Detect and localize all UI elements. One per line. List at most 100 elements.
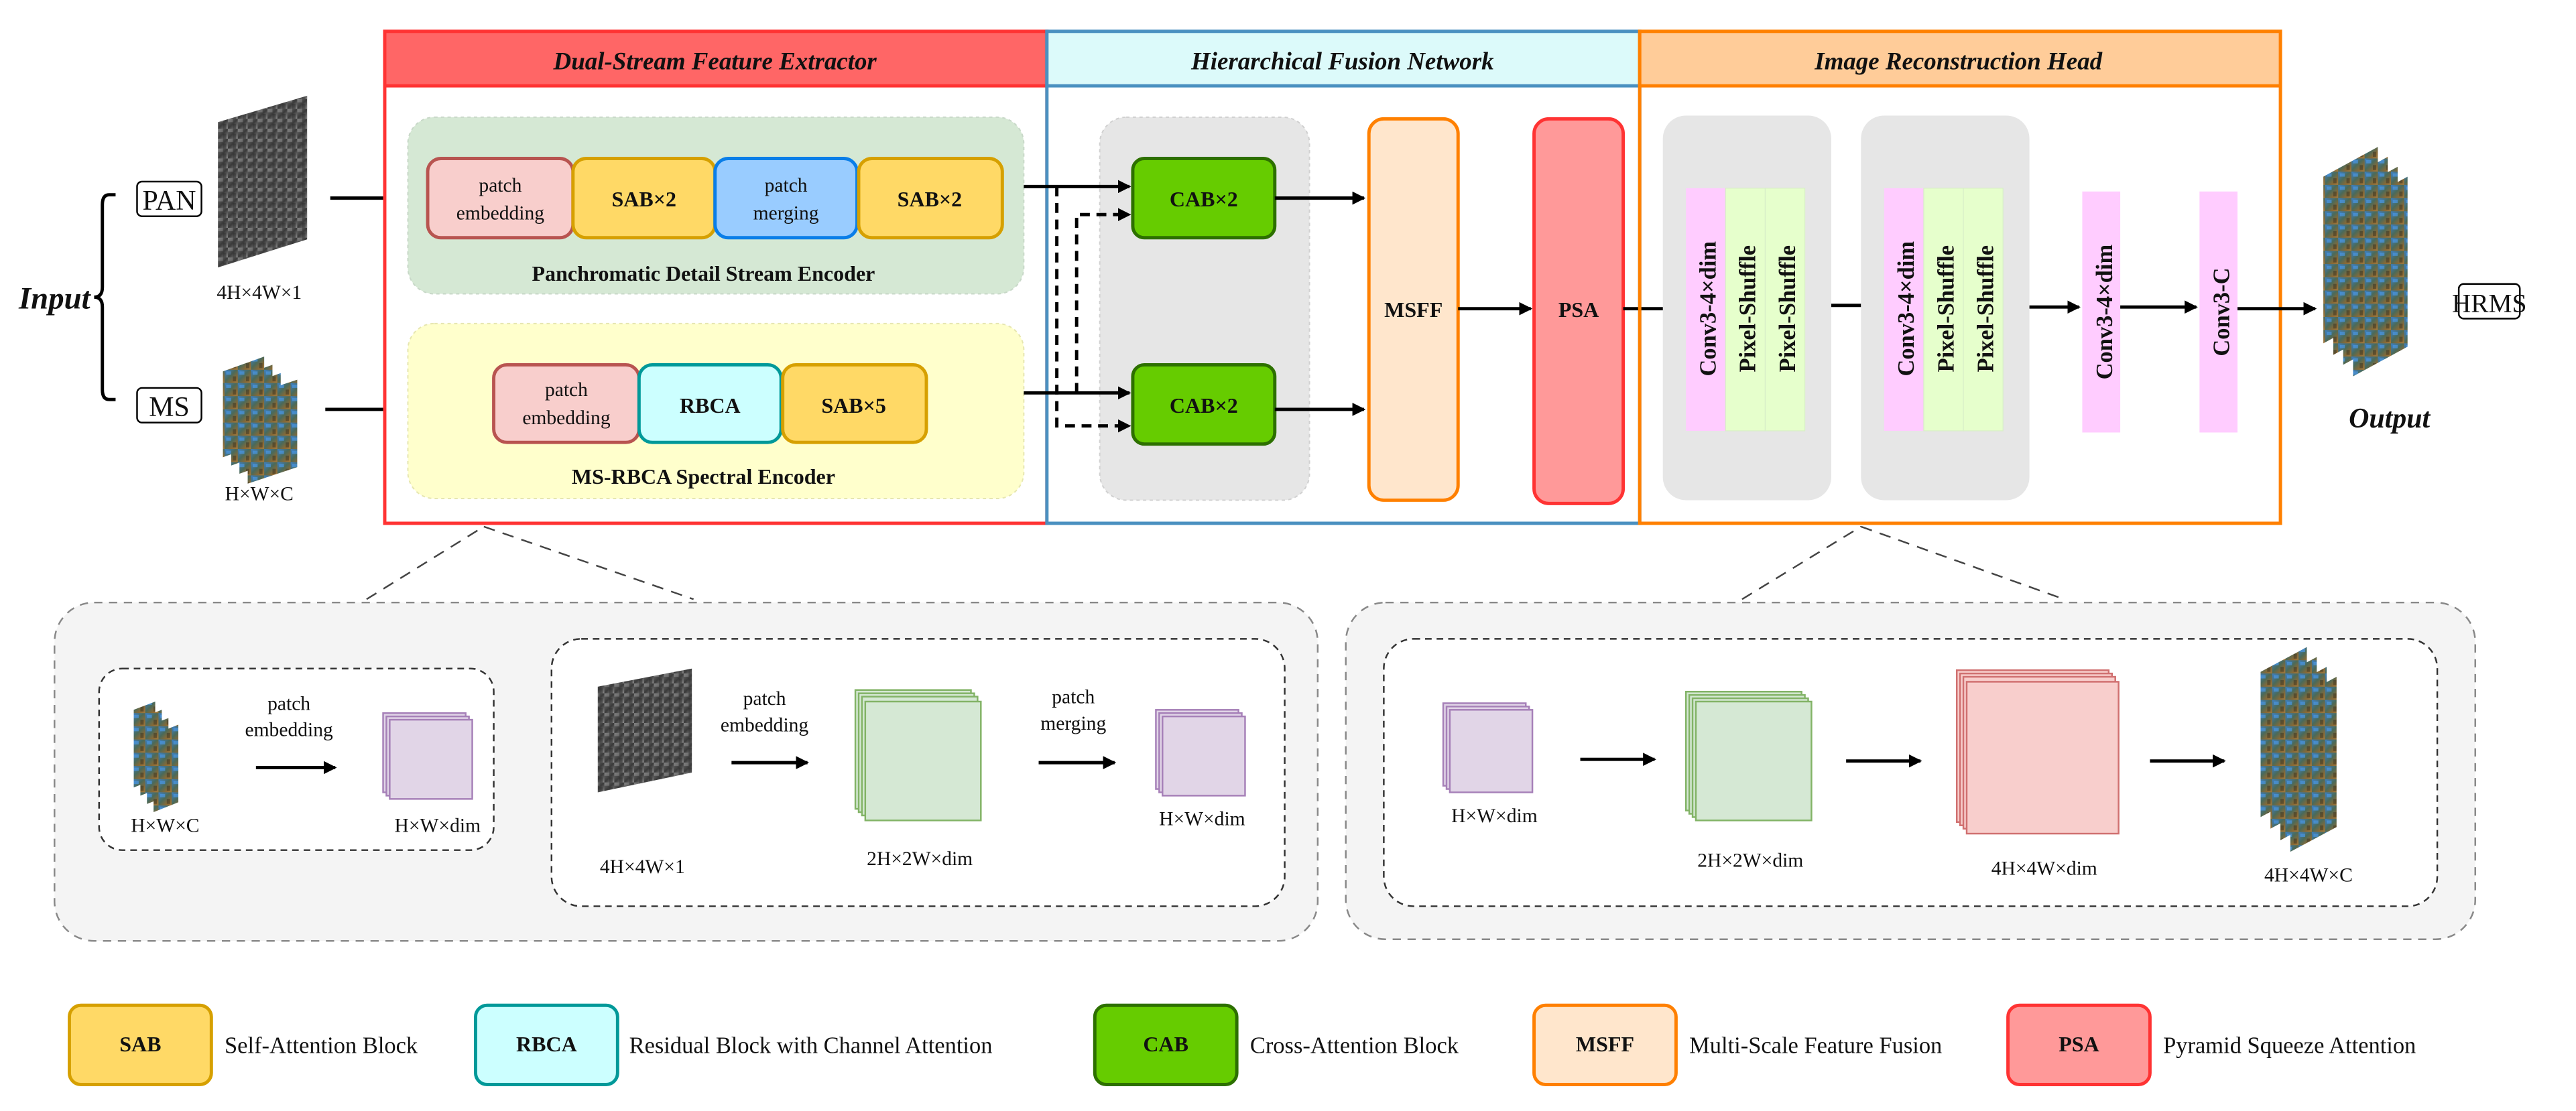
feature-cube-purple (1442, 702, 1534, 793)
detail-pan-arrow1-label: embedding (721, 714, 809, 736)
legend-item-psa: PSA Pyramid Squeeze Attention (2006, 1003, 2416, 1086)
detail-ms-out-dims: H×W×dim (395, 815, 481, 837)
ms-tag: MS (149, 392, 190, 423)
legend-text: Cross-Attention Block (1250, 1033, 1459, 1059)
feature-cube-purple (382, 712, 473, 800)
legend-swatch (474, 1003, 619, 1086)
output-image-layer (2290, 677, 2337, 852)
detail-pan-out-dims: H×W×dim (1159, 809, 1245, 830)
input-group: Input PAN 4H×4W×1 MS H×W×C (18, 95, 407, 505)
ms-image-stack (223, 356, 298, 484)
pixel-shuffle-block (1764, 188, 1806, 432)
msff-label: MSFF (1384, 298, 1443, 322)
legend-swatch (2006, 1003, 2152, 1086)
input-label: Input (18, 281, 92, 316)
section-hierarchical-fusion: Hierarchical Fusion Network CAB×2 CAB×2 … (1024, 29, 1686, 525)
feature-cube-red (1955, 669, 2120, 835)
ms-dims: H×W×C (225, 483, 294, 505)
ms-sab-block (781, 363, 928, 444)
detail-ms-image-stack (133, 701, 179, 813)
detail-pan-arrow2-label: merging (1040, 713, 1106, 734)
feature-cube-green (1684, 690, 1813, 822)
zoom-connector (1860, 525, 2065, 600)
cab-bottom-block (1131, 363, 1277, 446)
detail-pan-in-dims: 4H×4W×1 (600, 856, 685, 878)
pan-sab-block-2 (857, 157, 1004, 240)
zoom-connector (366, 525, 485, 600)
fusion-title: Hierarchical Fusion Network (1190, 47, 1494, 74)
legend: SAB Self-Attention Block RBCA Residual B… (68, 1003, 2416, 1086)
output-image-layer (2353, 176, 2408, 377)
output-image-stack (2323, 147, 2408, 377)
hrms-tag: HRMS (2452, 289, 2527, 318)
pan-encoder-title: Panchromatic Detail Stream Encoder (532, 261, 875, 285)
ms-image-layer (247, 379, 298, 484)
detail-reconstruction-panel: H×W×dim 2H×2W×dim 4H×4W×dim 4H×4W×C (1345, 525, 2476, 940)
extractor-title: Dual-Stream Feature Extractor (553, 47, 877, 74)
legend-swatch (1532, 1003, 1678, 1086)
dashed-arrow-ms-to-cab-top (1075, 208, 1131, 393)
legend-abbr: CAB (1143, 1032, 1188, 1056)
vertical-label: Pixel-Shuffle (1973, 245, 1998, 373)
detail-ms-arrow-label: embedding (245, 720, 333, 741)
legend-item-sab: SAB Self-Attention Block (68, 1003, 418, 1086)
detail-pan-arrow1-label: patch (743, 688, 786, 710)
conv-c-block (2199, 191, 2237, 433)
zoom-connector (1741, 525, 1861, 600)
cab-bottom-label: CAB×2 (1170, 393, 1238, 417)
legend-text: Self-Attention Block (225, 1033, 418, 1059)
pan-dims: 4H×4W×1 (217, 282, 302, 304)
vertical-label: Pixel-Shuffle (1775, 245, 1800, 373)
vertical-label: Conv3-4×dim (1894, 241, 1919, 377)
detail-dims-1: H×W×dim (1451, 805, 1538, 827)
block-label: SAB×2 (898, 187, 963, 211)
ms-image-layer (154, 724, 179, 813)
legend-item-cab: CAB Cross-Attention Block (1093, 1003, 1459, 1086)
psa-block (1532, 117, 1626, 505)
pan-patch-merging-block (713, 157, 859, 240)
detail-pan-image (597, 668, 692, 793)
block-label: merging (753, 203, 819, 224)
hrms-tag-box (2457, 283, 2521, 320)
detail-dims-4: 4H×4W×C (2264, 864, 2353, 886)
detail-pan-arrow2-label: patch (1052, 686, 1095, 708)
pixel-shuffle-block (1963, 188, 2004, 432)
conv-c-label: Conv3-C (2209, 268, 2235, 356)
zoom-connector (483, 525, 694, 600)
detail-ms-arrow-label: patch (267, 693, 310, 714)
pan-patch-embedding-block (426, 157, 575, 240)
vertical-label: Conv3-4×dim (1696, 241, 1721, 377)
output-group: HRMS Output (2323, 147, 2527, 434)
conv-block (1686, 188, 1726, 431)
detail-dims-2: 2H×2W×dim (1697, 850, 1803, 871)
block-label: SAB×5 (821, 393, 886, 417)
legend-item-msff: MSFF Multi-Scale Feature Fusion (1532, 1003, 1942, 1086)
conv-dim-block (2082, 191, 2121, 433)
block-label: SAB×2 (611, 187, 676, 211)
legend-text: Pyramid Squeeze Attention (2163, 1033, 2416, 1059)
block-label: patch (765, 175, 808, 196)
legend-abbr: MSFF (1576, 1032, 1634, 1056)
legend-swatch (1093, 1003, 1239, 1086)
legend-abbr: SAB (119, 1032, 161, 1056)
legend-item-rbca: RBCA Residual Block with Channel Attenti… (474, 1003, 993, 1086)
ms-encoder-title: MS-RBCA Spectral Encoder (572, 464, 835, 488)
legend-text: Residual Block with Channel Attention (629, 1033, 993, 1059)
extractor-header (383, 29, 1049, 88)
block-label: RBCA (680, 393, 741, 417)
cab-top-label: CAB×2 (1170, 187, 1238, 211)
legend-abbr: RBCA (516, 1032, 577, 1056)
block-label: embedding (522, 407, 611, 429)
ms-patch-embedding-block (492, 363, 641, 444)
psa-label: PSA (1558, 298, 1599, 322)
pan-encoder-block: patch embedding SAB×2 patch merging SAB×… (426, 157, 1004, 240)
ms-tag-box (136, 387, 202, 423)
detail-right-inner (1383, 638, 2439, 907)
detail-output-image-stack (2260, 647, 2337, 852)
ms-encoder-block: patch embedding RBCA SAB×5 (492, 363, 928, 444)
legend-text: Multi-Scale Feature Fusion (1689, 1033, 1942, 1059)
pan-image (218, 95, 308, 268)
pixel-shuffle-block (1725, 188, 1766, 432)
input-brace (94, 193, 116, 401)
feature-cube-purple (1155, 709, 1246, 797)
